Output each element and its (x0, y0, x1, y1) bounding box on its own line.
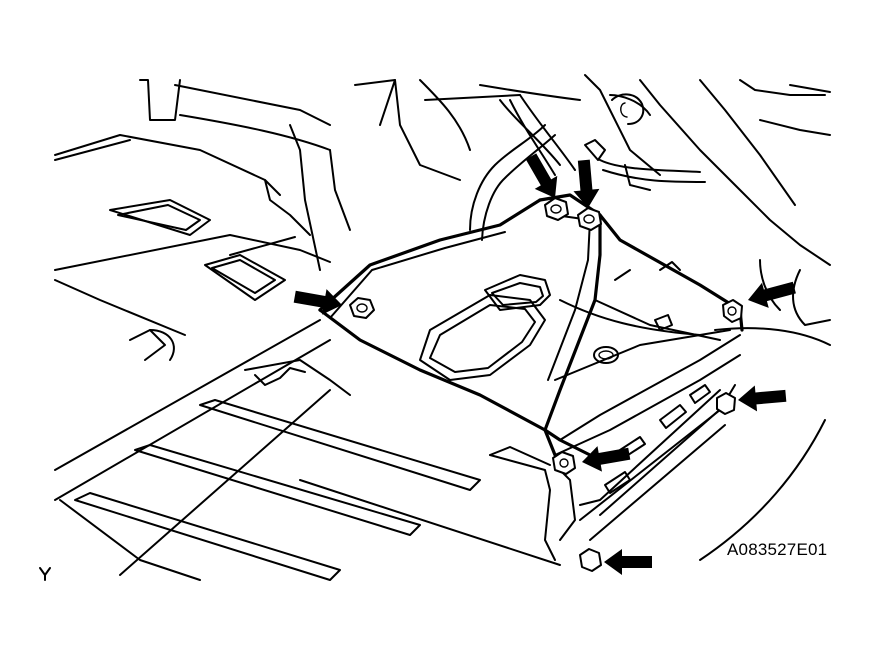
arrow-icon (604, 549, 652, 575)
bolt-icon (716, 392, 736, 415)
bolt-icon (579, 548, 602, 572)
figure-id-label: A083527E01 (727, 540, 828, 559)
arrow-icon (573, 159, 600, 208)
nut-icon (577, 207, 602, 231)
arrow-icon (748, 281, 796, 308)
body-structure (54, 74, 831, 561)
floor-panel (39, 319, 561, 581)
nut-icon (349, 297, 375, 319)
fasteners (349, 197, 743, 572)
arrow-icon (525, 153, 558, 198)
bracket-assembly (318, 193, 744, 541)
nut-icon (544, 197, 569, 221)
nut-icon (552, 451, 576, 475)
arrow-icon (582, 446, 631, 472)
arrow-icon (293, 289, 342, 315)
arrows (293, 153, 796, 575)
arrow-icon (738, 385, 787, 412)
nut-icon (722, 299, 743, 323)
